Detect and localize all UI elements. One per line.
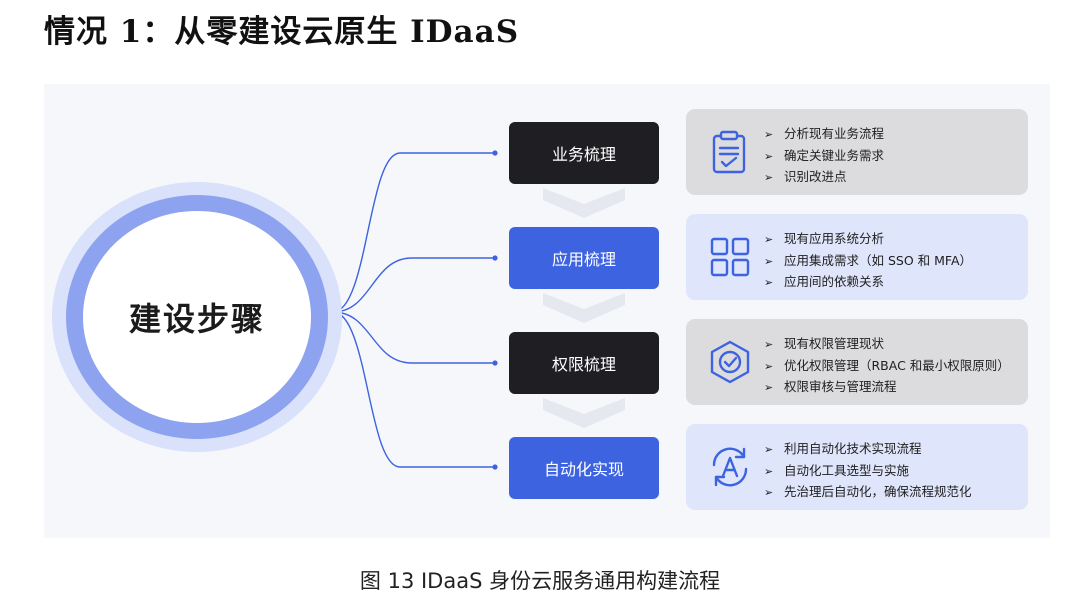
- bullet-item: ➢现有权限管理现状: [764, 336, 885, 351]
- step-application-review: 应用梳理: [509, 227, 659, 289]
- detail-card-application: ➢现有应用系统分析 ➢应用集成需求（如 SSO 和 MFA） ➢应用间的依赖关系: [686, 214, 1028, 300]
- step-permission-review: 权限梳理: [509, 332, 659, 394]
- bullet-item: ➢应用集成需求（如 SSO 和 MFA）: [764, 252, 973, 268]
- connector-3: [332, 311, 494, 364]
- step-business-review: 业务梳理: [509, 122, 659, 184]
- bullet-item: ➢权限审核与管理流程: [764, 379, 897, 394]
- bullet-item: ➢分析现有业务流程: [764, 126, 885, 141]
- bullet-item: ➢自动化工具选型与实施: [764, 462, 910, 478]
- chevron-down-icon: [543, 188, 625, 218]
- shield-check-icon: [710, 340, 750, 384]
- clipboard-checklist-icon: [712, 130, 746, 174]
- step-label: 权限梳理: [551, 355, 616, 374]
- figure-caption: 图 13 IDaaS 身份云服务通用构建流程: [359, 569, 721, 593]
- step-label: 自动化实现: [543, 460, 624, 479]
- connector-dot: [492, 150, 498, 156]
- connector-1: [332, 152, 494, 313]
- connector-dot: [492, 360, 498, 366]
- connector-2: [332, 257, 494, 313]
- bullet-item: ➢现有应用系统分析: [764, 231, 885, 246]
- step-automation: 自动化实现: [509, 437, 659, 499]
- app-grid-icon: [710, 237, 750, 277]
- bullet-item: ➢应用间的依赖关系: [764, 274, 885, 289]
- chevron-down-icon: [543, 293, 625, 323]
- center-label: 建设步骤: [128, 300, 265, 338]
- bullet-item: ➢利用自动化技术实现流程: [764, 441, 922, 456]
- detail-card-automation: ➢利用自动化技术实现流程 ➢自动化工具选型与实施 ➢先治理后自动化，确保流程规范…: [686, 424, 1028, 510]
- connector-4: [332, 311, 494, 468]
- chevron-down-icon: [543, 398, 625, 428]
- detail-card-business: ➢分析现有业务流程 ➢确定关键业务需求 ➢识别改进点: [686, 109, 1028, 195]
- bullet-item: ➢识别改进点: [764, 169, 847, 184]
- bullet-item: ➢确定关键业务需求: [764, 147, 885, 163]
- bullet-item: ➢优化权限管理（RBAC 和最小权限原则）: [764, 357, 1010, 373]
- bullet-item: ➢先治理后自动化，确保流程规范化: [764, 484, 972, 499]
- center-circle: 建设步骤: [83, 211, 311, 423]
- detail-card-permission: ➢现有权限管理现状 ➢优化权限管理（RBAC 和最小权限原则） ➢权限审核与管理…: [686, 319, 1028, 405]
- automation-cycle-icon: [712, 447, 748, 487]
- page-heading: 情况 1：从零建设云原生 IDaaS: [44, 14, 520, 50]
- step-label: 应用梳理: [551, 250, 616, 269]
- step-label: 业务梳理: [551, 145, 616, 164]
- connector-dot: [492, 255, 498, 261]
- connector-dot: [492, 464, 498, 470]
